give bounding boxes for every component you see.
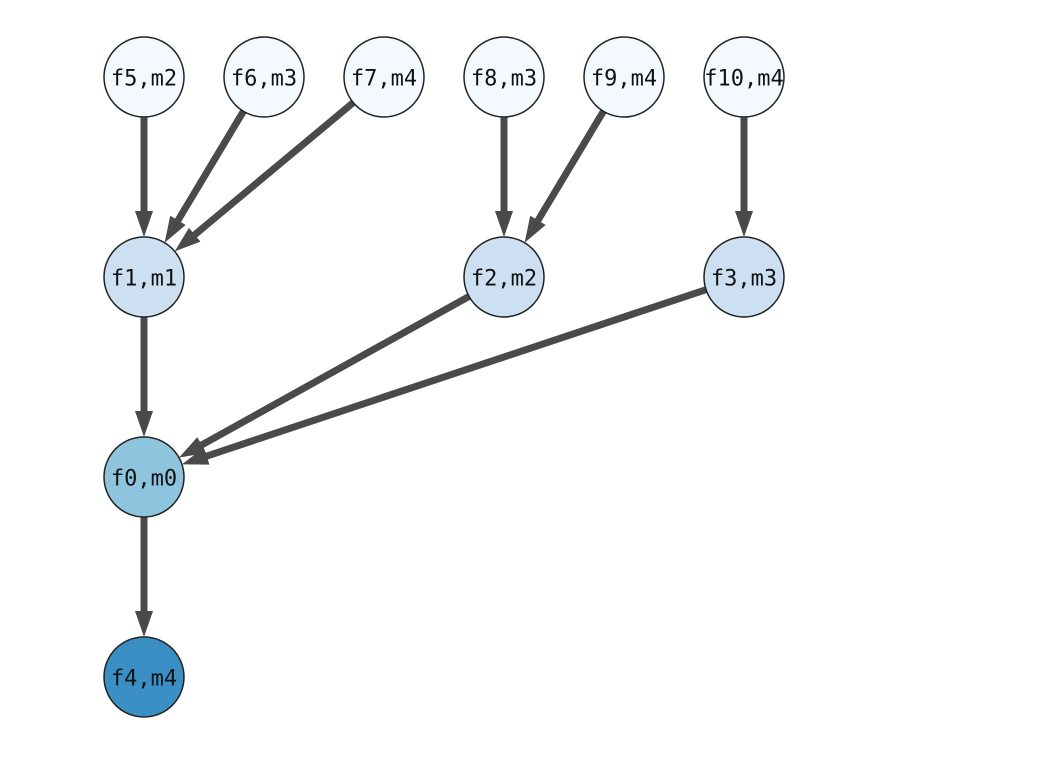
node-label: f6,m3 <box>231 67 297 92</box>
node-label: f5,m2 <box>111 67 177 92</box>
node-label: f10,m4 <box>704 67 783 92</box>
node-circle <box>343 36 425 118</box>
node-label: f9,m4 <box>591 67 657 92</box>
node-label: f3,m3 <box>711 267 777 292</box>
edge-f0-f4 <box>135 517 153 637</box>
node-label: f2,m2 <box>471 267 537 292</box>
arrowhead <box>735 211 753 237</box>
node-label: f1,m1 <box>111 267 177 292</box>
node-f8: f8,m3 <box>463 36 545 118</box>
arrowhead <box>174 227 201 252</box>
node-circle <box>103 236 185 318</box>
edge-line <box>173 109 247 224</box>
node-circle <box>103 636 185 718</box>
node-label: f7,m4 <box>351 67 417 92</box>
arrowhead <box>495 211 513 237</box>
node-f5: f5,m2 <box>103 36 185 118</box>
arrowhead <box>135 211 153 237</box>
node-f2: f2,m2 <box>463 236 545 318</box>
edge-line <box>533 109 607 224</box>
node-f9: f9,m4 <box>583 36 665 118</box>
edge-f6-f1 <box>164 109 247 243</box>
arrowhead <box>524 215 546 243</box>
edge-f8-f2 <box>495 117 513 237</box>
edge-f10-f3 <box>735 117 753 237</box>
arrowhead <box>164 215 186 243</box>
edge-f9-f2 <box>524 109 607 243</box>
node-circle <box>223 36 305 118</box>
node-circle <box>463 236 545 318</box>
node-label: f8,m3 <box>471 67 537 92</box>
node-circle <box>103 436 185 518</box>
node-f0: f0,m0 <box>103 436 185 518</box>
edge-f1-f0 <box>135 317 153 437</box>
nodes-layer: f5,m2 f6,m3 f7,m4 f8,m3 f9,m4 f10,m4 f1,m1 f2,m… <box>103 36 785 718</box>
edge-f7-f1 <box>174 99 356 252</box>
node-f4: f4,m4 <box>103 636 185 718</box>
node-f7: f7,m4 <box>343 36 425 118</box>
node-circle <box>103 36 185 118</box>
edge-line <box>190 99 356 239</box>
node-circle <box>703 36 785 118</box>
node-f1: f1,m1 <box>103 236 185 318</box>
node-circle <box>463 36 545 118</box>
node-f3: f3,m3 <box>703 236 785 318</box>
edge-line <box>203 286 708 461</box>
node-f6: f6,m3 <box>223 36 305 118</box>
edge-f2-f0 <box>178 293 471 458</box>
edge-f3-f0 <box>181 286 708 465</box>
edges-layer <box>135 99 753 637</box>
node-f10: f10,m4 <box>703 36 785 118</box>
arrowhead <box>135 411 153 437</box>
node-label: f4,m4 <box>111 667 177 692</box>
node-circle <box>703 236 785 318</box>
node-label: f0,m0 <box>111 467 177 492</box>
arrowhead <box>181 447 210 465</box>
arrowhead <box>135 611 153 637</box>
node-circle <box>583 36 665 118</box>
edge-f5-f1 <box>135 117 153 237</box>
edge-line <box>198 293 471 449</box>
